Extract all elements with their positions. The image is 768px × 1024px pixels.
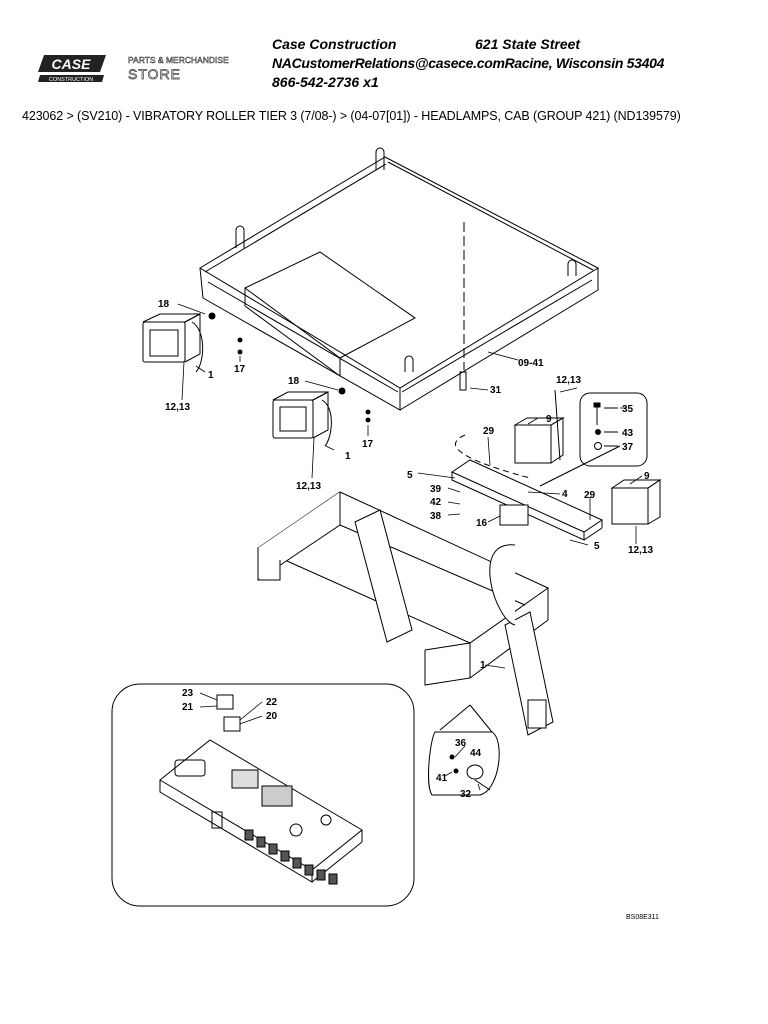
callout-5: 5 [594, 541, 600, 552]
work-light-lower [610, 479, 662, 525]
breadcrumb: 423062 > (SV210) - VIBRATORY ROLLER TIER… [22, 109, 681, 123]
callout-1: 1 [480, 660, 486, 671]
phone-number: 866-542-2736 x1 [272, 74, 379, 90]
store-line2: STORE [128, 66, 181, 82]
email-city: NACustomerRelations@casece.comRacine, Wi… [272, 55, 665, 71]
callout-38: 38 [430, 511, 442, 522]
hardware-detail-box [579, 392, 648, 467]
logo-sub: CONSTRUCTION [49, 77, 93, 83]
leader-lines [177, 303, 643, 791]
street-address: 621 State Street [475, 36, 581, 52]
callout-18: 18 [288, 376, 300, 387]
work-light-upper [513, 389, 565, 464]
callout-29: 29 [584, 490, 596, 501]
callout-23: 23 [182, 688, 194, 699]
callout-29: 29 [483, 426, 495, 437]
callout-35: 35 [622, 404, 634, 415]
cab-roof [199, 147, 600, 411]
callout-17: 17 [362, 439, 374, 450]
callout-1: 1 [345, 451, 351, 462]
diagram-reference-code: BS08E311 [626, 914, 659, 921]
mounting-bracket [450, 434, 621, 541]
inset-detail [111, 683, 415, 907]
logo-wordmark: CASE [52, 56, 92, 72]
clamp-detail [428, 704, 500, 796]
callout-22: 22 [266, 697, 278, 708]
callout-43: 43 [622, 428, 634, 439]
callout-39: 39 [430, 484, 442, 495]
callout-12-13: 12,13 [628, 545, 653, 556]
callout-42: 42 [430, 497, 442, 508]
callout-37: 37 [622, 442, 634, 453]
callout-1: 1 [208, 370, 214, 381]
callout-9: 9 [644, 471, 650, 482]
rops-frame [256, 491, 554, 736]
callout-12-13: 12,13 [296, 481, 321, 492]
callout-12-13: 12,13 [556, 375, 581, 386]
company-name: Case Construction [272, 36, 397, 52]
headlamp-right [272, 387, 371, 447]
callout-20: 20 [266, 711, 278, 722]
callout-16: 16 [476, 518, 488, 529]
parts-store-logo: PARTS & MERCHANDISE STORE [128, 55, 229, 83]
case-construction-logo: CASE CONSTRUCTION [38, 52, 108, 84]
callout-44: 44 [470, 748, 482, 759]
callout-36: 36 [455, 738, 467, 749]
callout-12-13: 12,13 [165, 402, 190, 413]
headlamp-left [142, 312, 243, 373]
callout-32: 32 [460, 789, 472, 800]
callout-5: 5 [407, 470, 413, 481]
callout-21: 21 [182, 702, 194, 713]
callout-18: 18 [158, 299, 170, 310]
callout-09-41: 09-41 [518, 358, 544, 369]
store-line1: PARTS & MERCHANDISE [128, 55, 229, 65]
callout-17: 17 [234, 364, 246, 375]
callout-9: 9 [546, 414, 552, 425]
callout-4: 4 [562, 489, 568, 500]
callout-41: 41 [436, 773, 448, 784]
callout-31: 31 [490, 385, 502, 396]
